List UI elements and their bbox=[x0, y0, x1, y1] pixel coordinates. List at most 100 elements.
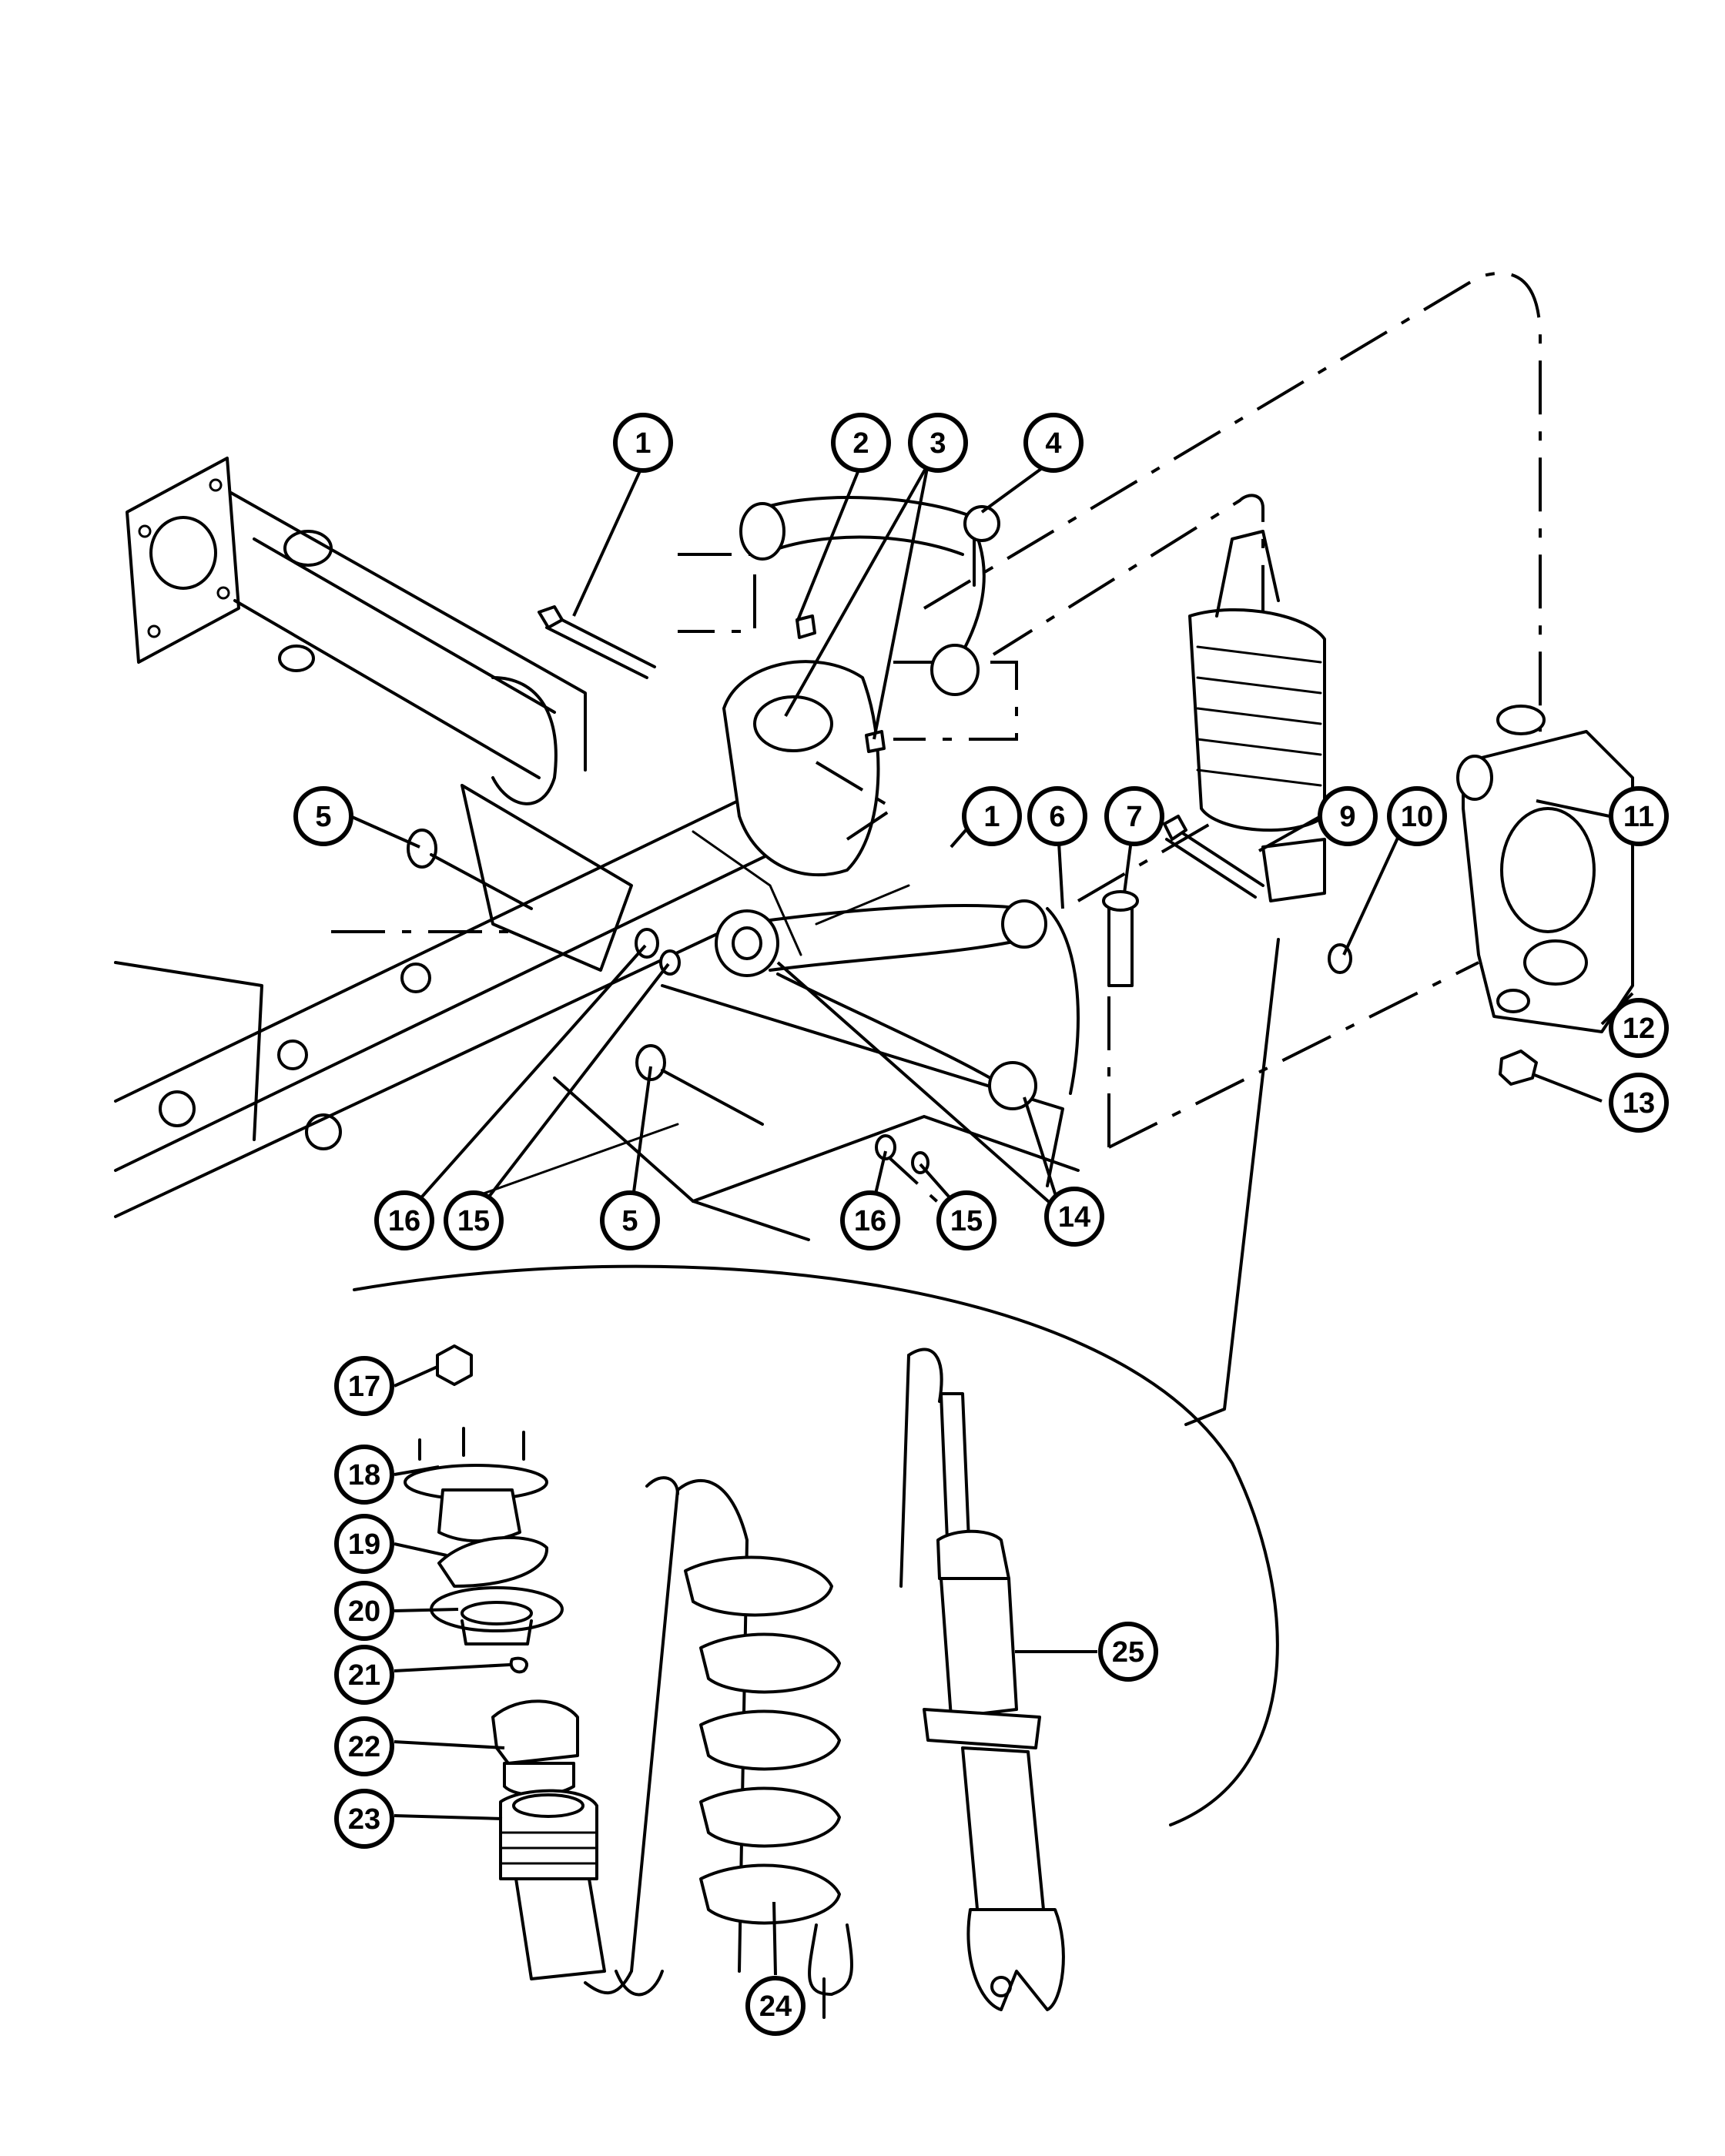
callout-number: 6 bbox=[1049, 801, 1065, 833]
dust-boot bbox=[499, 1789, 606, 1980]
callout-c1a: 1 bbox=[613, 413, 673, 473]
upper-strut-mount bbox=[404, 1427, 548, 1543]
callout-c16a: 16 bbox=[374, 1190, 434, 1250]
callout-circle bbox=[334, 1356, 394, 1416]
callout-c22: 22 bbox=[334, 1716, 394, 1776]
retainer-clip bbox=[509, 1656, 528, 1674]
lower-control-arm bbox=[715, 899, 1080, 1110]
callout-number: 5 bbox=[315, 801, 331, 833]
callout-circle bbox=[840, 1190, 900, 1250]
callout-number: 9 bbox=[1339, 801, 1355, 833]
callout-number: 17 bbox=[348, 1371, 380, 1403]
callout-c5b: 5 bbox=[600, 1190, 660, 1250]
jounce-bumper bbox=[491, 1699, 579, 1797]
spring-outline-left bbox=[615, 1476, 679, 1997]
callout-c4: 4 bbox=[1023, 413, 1084, 473]
callout-c21: 21 bbox=[334, 1645, 394, 1705]
callout-c3: 3 bbox=[908, 413, 968, 473]
callout-c11: 11 bbox=[1609, 786, 1669, 846]
ball-joint-stud bbox=[1102, 890, 1139, 987]
callout-number: 15 bbox=[457, 1205, 490, 1237]
callout-number: 1 bbox=[983, 801, 1000, 833]
callout-number: 11 bbox=[1623, 801, 1654, 833]
callout-circle bbox=[334, 1514, 394, 1574]
callout-number: 16 bbox=[854, 1205, 886, 1237]
bolts-upper bbox=[538, 605, 886, 753]
callout-circle bbox=[1098, 1622, 1158, 1682]
callout-circle bbox=[1609, 998, 1669, 1058]
callout-c9: 9 bbox=[1318, 786, 1378, 846]
callout-circle bbox=[334, 1789, 394, 1849]
callout-number: 2 bbox=[852, 427, 869, 460]
callout-circle bbox=[1104, 786, 1164, 846]
callout-number: 10 bbox=[1401, 801, 1433, 833]
spring-seat bbox=[430, 1586, 564, 1645]
callout-c25: 25 bbox=[1098, 1622, 1158, 1682]
callout-c16b: 16 bbox=[840, 1190, 900, 1250]
callout-number: 25 bbox=[1112, 1636, 1144, 1669]
callout-circle bbox=[444, 1190, 504, 1250]
leader-lines bbox=[350, 463, 1634, 1976]
callout-number: 24 bbox=[759, 1990, 792, 2023]
callout-c7: 7 bbox=[1104, 786, 1164, 846]
callout-number: 19 bbox=[348, 1528, 380, 1561]
callout-number: 7 bbox=[1126, 801, 1142, 833]
callout-c20: 20 bbox=[334, 1581, 394, 1641]
callout-circle bbox=[1023, 413, 1084, 473]
callout-circle bbox=[334, 1581, 394, 1641]
callout-c18: 18 bbox=[334, 1445, 394, 1505]
callout-c6: 6 bbox=[1027, 786, 1087, 846]
callout-number: 4 bbox=[1045, 427, 1061, 460]
callout-c5a: 5 bbox=[293, 786, 353, 846]
callout-c13: 13 bbox=[1609, 1073, 1669, 1133]
callout-c15b: 15 bbox=[936, 1190, 996, 1250]
callout-c19: 19 bbox=[334, 1514, 394, 1574]
callout-circle bbox=[1044, 1187, 1104, 1247]
callout-number: 22 bbox=[348, 1731, 380, 1763]
lower-bolts bbox=[407, 829, 929, 1174]
callout-circle bbox=[831, 413, 891, 473]
callout-number: 3 bbox=[929, 427, 946, 460]
callout-circle bbox=[1027, 786, 1087, 846]
callout-circle bbox=[334, 1716, 394, 1776]
shock-absorber bbox=[899, 1348, 1065, 2011]
callout-number: 1 bbox=[635, 427, 651, 460]
callout-number: 23 bbox=[348, 1803, 380, 1836]
spring-isolator-upper bbox=[437, 1535, 549, 1588]
callout-c24: 24 bbox=[745, 1976, 806, 2036]
callout-circle bbox=[1609, 786, 1669, 846]
callout-c14: 14 bbox=[1044, 1187, 1104, 1247]
callout-circle bbox=[962, 786, 1022, 846]
callout-circle bbox=[1609, 1073, 1669, 1133]
strut-mount-nut bbox=[436, 1344, 473, 1386]
callout-circle bbox=[334, 1645, 394, 1705]
callout-number: 14 bbox=[1058, 1201, 1090, 1234]
callout-number: 20 bbox=[348, 1595, 380, 1628]
callout-number: 13 bbox=[1623, 1087, 1655, 1120]
callout-number: 16 bbox=[388, 1205, 420, 1237]
callout-c17: 17 bbox=[334, 1356, 394, 1416]
callout-circle bbox=[1318, 786, 1378, 846]
callout-circle bbox=[293, 786, 353, 846]
knuckle-and-hardware bbox=[1163, 705, 1634, 1086]
upper-control-arm bbox=[739, 496, 1000, 696]
callout-circle bbox=[334, 1445, 394, 1505]
callout-c2: 2 bbox=[831, 413, 891, 473]
detail-arc bbox=[353, 1264, 1279, 1826]
detail-leader bbox=[1184, 938, 1280, 1426]
callout-circle bbox=[374, 1190, 434, 1250]
callout-number: 5 bbox=[621, 1205, 638, 1237]
callout-c23: 23 bbox=[334, 1789, 394, 1849]
callout-c15a: 15 bbox=[444, 1190, 504, 1250]
callout-circle bbox=[613, 413, 673, 473]
callout-number: 18 bbox=[348, 1459, 380, 1491]
callout-number: 21 bbox=[348, 1659, 380, 1692]
callout-c10: 10 bbox=[1387, 786, 1447, 846]
callout-circle bbox=[1387, 786, 1447, 846]
coil-spring bbox=[584, 1478, 853, 2019]
callout-circle bbox=[745, 1976, 806, 2036]
callout-circle bbox=[936, 1190, 996, 1250]
callout-number: 15 bbox=[950, 1205, 983, 1237]
